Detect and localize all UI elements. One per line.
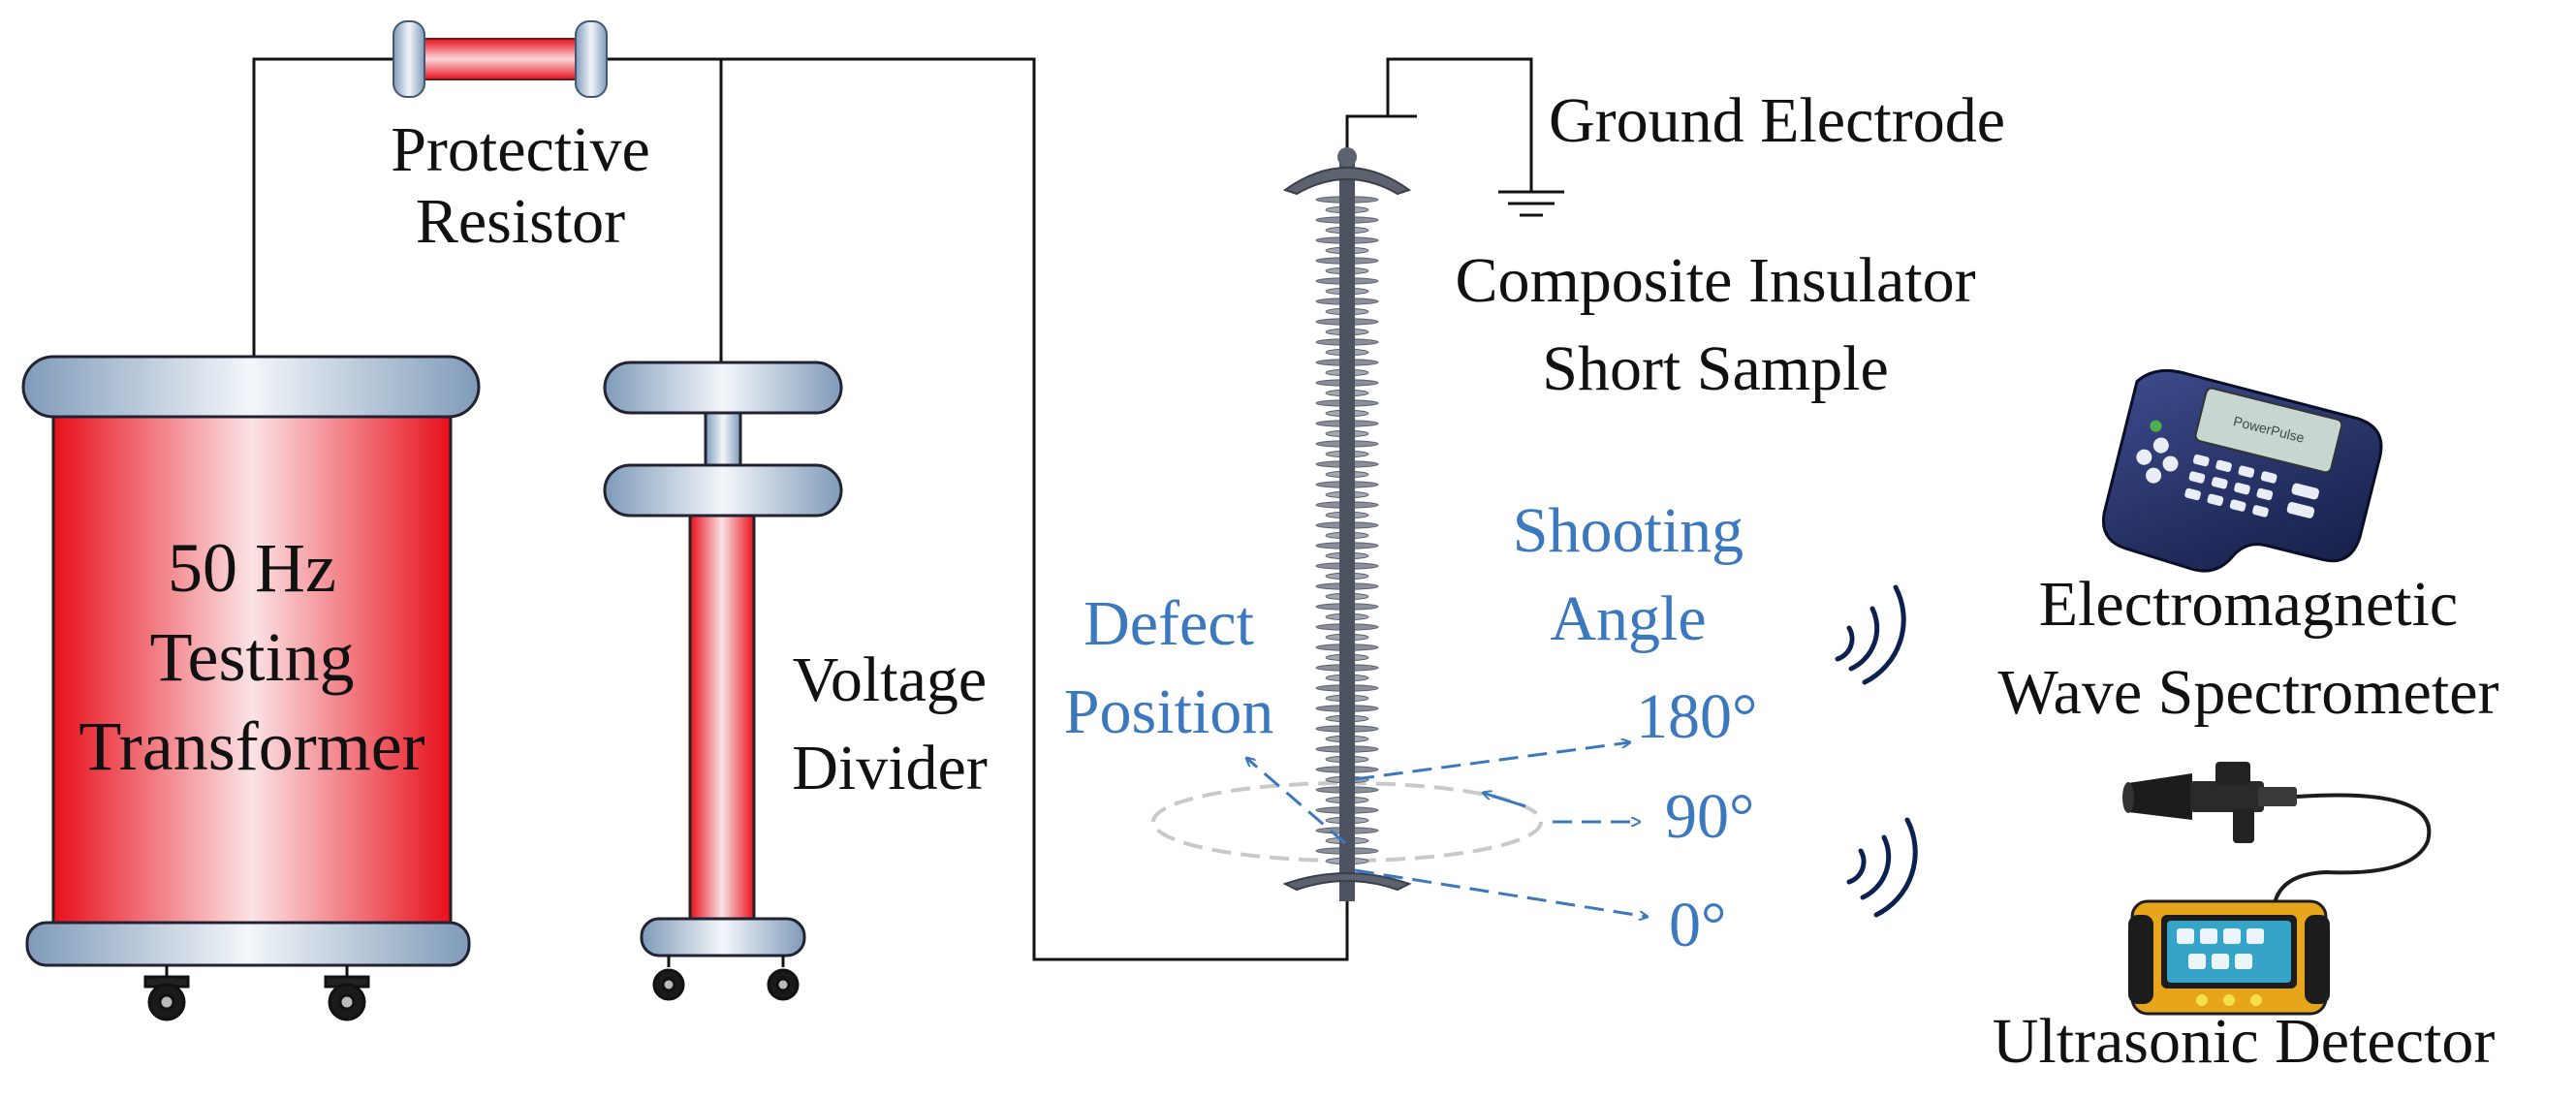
divider-wheels-icon <box>652 956 800 1001</box>
ground-electrode-label: Ground Electrode <box>1549 85 2005 156</box>
arrow-180 <box>1354 742 1630 781</box>
transformer-label-line2: Testing <box>149 618 355 697</box>
shooting-angle-arrows <box>1246 742 1648 917</box>
testing-transformer-label: 50 Hz Testing Transformer <box>39 523 465 791</box>
voltage-divider <box>603 361 843 1001</box>
protective-resistor-label-line2: Resistor <box>415 185 626 257</box>
insulator-top-fitting <box>1282 167 1412 196</box>
wire-ground-electrode <box>1345 114 1417 157</box>
em-spectrometer-device-icon: PowerPulse <box>2101 368 2383 573</box>
ultrasonic-wave-icon <box>1846 817 1918 918</box>
defect-position-label-line2: Position <box>1063 676 1274 748</box>
transformer-label-line3: Transformer <box>79 707 425 786</box>
arrow-defect-orbit <box>1483 793 1526 808</box>
shooting-angle-label: Shooting Angle <box>1473 487 1783 663</box>
em-spectrometer-label-line2: Wave Spectrometer <box>1997 657 2499 729</box>
voltage-divider-label-line2: Divider <box>792 733 988 804</box>
wire-ground-lead <box>1386 57 1533 192</box>
em-wave-icon <box>1835 584 1906 685</box>
insulator-bottom-fitting <box>1282 872 1412 892</box>
voltage-divider-label: Voltage Divider <box>754 636 1025 812</box>
composite-insulator-label-line2: Short Sample <box>1542 333 1889 405</box>
wire-resistor-to-return <box>599 57 1349 961</box>
composite-insulator-label: Composite Insulator Short Sample <box>1386 236 2045 413</box>
circuit-wires <box>252 57 1533 961</box>
em-spectrometer-label: Electromagnetic Wave Spectrometer <box>1929 560 2568 737</box>
ultrasonic-detector-device-icon <box>2122 762 2432 1016</box>
ultrasonic-detector-label: Ultrasonic Detector <box>1992 1006 2496 1077</box>
protective-resistor-label-line1: Protective <box>391 114 650 185</box>
shooting-angle-label-line1: Shooting <box>1512 495 1744 566</box>
composite-insulator-label-line1: Composite Insulator <box>1455 245 1976 316</box>
testing-transformer <box>21 355 481 1021</box>
em-spectrometer-label-line1: Electromagnetic <box>2038 569 2459 640</box>
arrow-defect <box>1246 758 1346 845</box>
protective-resistor-label: Protective Resistor <box>361 114 680 258</box>
transformer-label-line1: 50 Hz <box>168 529 336 607</box>
composite-insulator <box>1282 147 1412 901</box>
defect-position-label-line1: Defect <box>1084 588 1254 659</box>
ground-symbol-icon <box>1498 190 1564 217</box>
angle-90-label: 90° <box>1665 781 1755 852</box>
protective-resistor <box>393 20 608 98</box>
angle-180-label: 180° <box>1636 681 1758 752</box>
voltage-divider-label-line1: Voltage <box>792 644 988 715</box>
shooting-angle-label-line2: Angle <box>1550 583 1707 655</box>
angle-0-label: 0° <box>1669 890 1727 960</box>
defect-position-label: Defect Position <box>1033 580 1304 756</box>
wire-transformer-to-resistor <box>252 57 399 363</box>
arrow-0 <box>1354 868 1648 917</box>
transformer-wheels-icon <box>143 965 370 1021</box>
